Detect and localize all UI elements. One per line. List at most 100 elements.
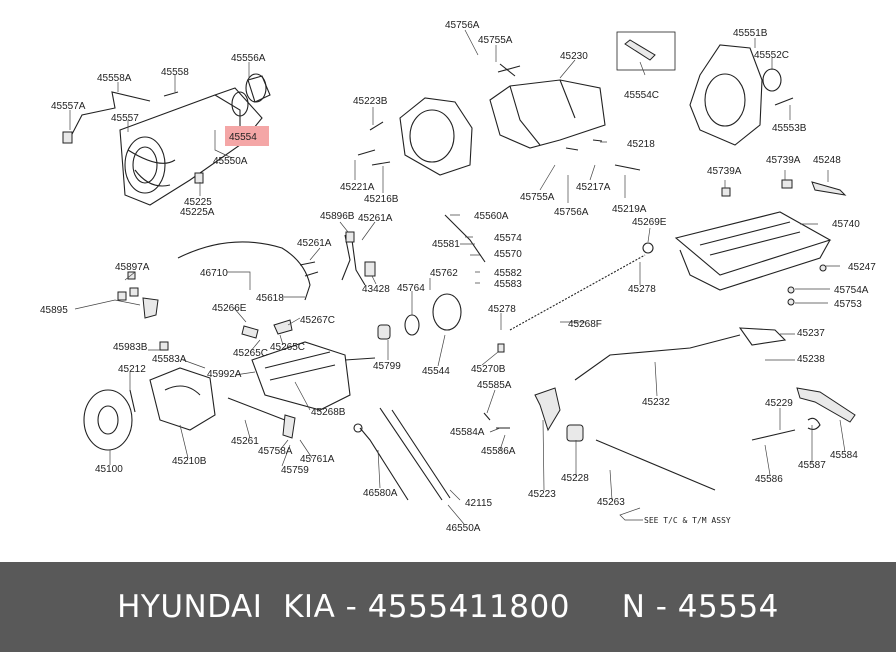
label-45230: 45230	[560, 51, 588, 62]
label-45755A-top: 45755A	[478, 35, 513, 46]
label-45587: 45587	[798, 460, 826, 471]
label-45553B: 45553B	[772, 123, 807, 134]
label-45557: 45557	[111, 113, 139, 124]
label-45585A: 45585A	[477, 380, 512, 391]
small-parts-left	[117, 271, 296, 439]
label-45265C-a: 45265C	[233, 348, 268, 359]
cable-46710	[177, 241, 319, 301]
label-45232: 45232	[642, 397, 670, 408]
label-45229: 45229	[765, 398, 793, 409]
label-45759: 45759	[281, 465, 309, 476]
label-45992A: 45992A	[207, 369, 242, 380]
label-45756A-top: 45756A	[445, 20, 480, 31]
label-45756A-mid: 45756A	[554, 207, 589, 218]
label-45238: 45238	[797, 354, 825, 365]
label-45739A-a: 45739A	[707, 166, 742, 177]
label-45261A-a: 45261A	[358, 213, 393, 224]
label-45753: 45753	[834, 299, 862, 310]
oil-seal-parts	[225, 73, 271, 146]
label-45210B: 45210B	[172, 456, 207, 467]
wiring-harness	[341, 231, 376, 286]
label-45225A: 45225A	[180, 207, 215, 218]
small-parts-right	[721, 179, 847, 306]
label-42115: 42115	[465, 498, 493, 509]
label-45247: 45247	[848, 262, 876, 273]
label-45740: 45740	[832, 219, 860, 230]
label-45739A-b: 45739A	[766, 155, 801, 166]
label-45556A: 45556A	[231, 53, 266, 64]
label-45557A: 45557A	[51, 101, 86, 112]
label-45560A: 45560A	[474, 211, 509, 222]
label-45764: 45764	[397, 283, 425, 294]
label-45267C: 45267C	[300, 315, 335, 326]
transmission-case	[489, 63, 606, 149]
label-45755A-mid: 45755A	[520, 192, 555, 203]
parts-diagram: 45554 45556A 45558A 45558 45557A 45557 4…	[40, 20, 877, 534]
label-45218: 45218	[627, 139, 655, 150]
label-43428: 43428	[362, 284, 390, 295]
label-45558A: 45558A	[97, 73, 132, 84]
label-45586: 45586	[755, 474, 783, 485]
label-45265C-b: 45265C	[270, 342, 305, 353]
diagram-drawing: 45554 45556A 45558A 45558 45557A 45557 4…	[40, 20, 876, 534]
oil-pan	[674, 211, 832, 291]
label-45261: 45261	[231, 436, 259, 447]
label-45754A: 45754A	[834, 285, 869, 296]
converter-housing	[399, 97, 473, 176]
label-45263: 45263	[597, 497, 625, 508]
label-45618: 45618	[256, 293, 284, 304]
label-46550A: 46550A	[446, 523, 481, 534]
label-45584A: 45584A	[450, 427, 485, 438]
label-45225: 45225	[184, 197, 212, 208]
label-45248: 45248	[813, 155, 841, 166]
footer-spacer	[570, 589, 622, 625]
label-45581: 45581	[432, 239, 460, 250]
leader-lines	[69, 29, 846, 525]
label-45897A: 45897A	[115, 262, 150, 273]
footer-code: N - 45554	[621, 589, 779, 625]
label-45216B: 45216B	[364, 194, 399, 205]
label-45268F: 45268F	[568, 319, 602, 330]
see-assy-note: SEE T/C & T/M ASSY	[644, 516, 731, 525]
label-45269E: 45269E	[632, 217, 667, 228]
label-45558: 45558	[161, 67, 189, 78]
label-45574: 45574	[494, 233, 522, 244]
linkage-parts	[534, 327, 856, 491]
label-45268B: 45268B	[311, 407, 346, 418]
label-45552C: 45552C	[754, 50, 789, 61]
label-45758A: 45758A	[258, 446, 293, 457]
footer-part-number: 4555411800	[367, 589, 570, 625]
footer-brand: HYUNDAI KIA	[117, 589, 336, 625]
breather-tube	[62, 91, 179, 144]
label-45799: 45799	[373, 361, 401, 372]
transfer-adapter	[689, 44, 794, 146]
label-45219A: 45219A	[612, 204, 647, 215]
label-45762: 45762	[430, 268, 458, 279]
label-45221A: 45221A	[340, 182, 375, 193]
label-45266E: 45266E	[212, 303, 247, 314]
oil-pump	[149, 367, 216, 431]
label-45586A: 45586A	[481, 446, 516, 457]
highlight-box	[225, 126, 269, 146]
label-45583A: 45583A	[152, 354, 187, 365]
label-45100: 45100	[95, 464, 123, 475]
label-45554: 45554	[229, 132, 257, 143]
torque-converter	[83, 389, 133, 451]
label-45551B: 45551B	[733, 28, 768, 39]
extension-housing	[119, 87, 263, 206]
label-45582: 45582	[494, 268, 522, 279]
label-45896B: 45896B	[320, 211, 355, 222]
label-45554C: 45554C	[624, 90, 659, 101]
label-45278-b: 45278	[488, 304, 516, 315]
label-45983B: 45983B	[113, 342, 148, 353]
shaft-part-45554C	[616, 31, 676, 71]
callout-labels: 45556A 45558A 45558 45557A 45557 45550A …	[40, 20, 876, 534]
label-45584: 45584	[830, 450, 858, 461]
label-45270B: 45270B	[471, 364, 506, 375]
label-45261A-b: 45261A	[297, 238, 332, 249]
dipstick-tube	[353, 407, 451, 501]
label-45212: 45212	[118, 364, 146, 375]
label-45237: 45237	[797, 328, 825, 339]
label-45217A: 45217A	[576, 182, 611, 193]
